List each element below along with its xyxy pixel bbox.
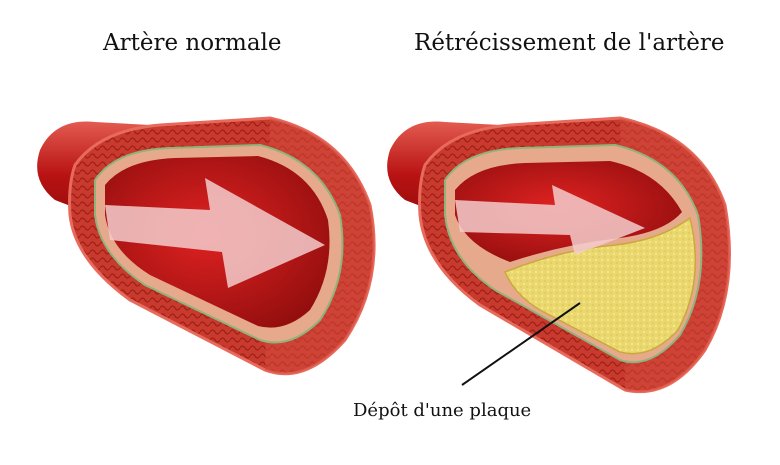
narrowed-artery-title: Rétrécissement de l'artère (414, 30, 725, 56)
normal-artery (37, 116, 376, 376)
plaque-deposit (504, 216, 697, 355)
plaque-pointer-line (461, 302, 581, 386)
blood-flow-arrow-icon (105, 178, 325, 288)
narrowed-artery (387, 116, 731, 394)
reduced-blood-flow-arrow-icon (455, 185, 645, 255)
normal-artery-title: Artère normale (103, 30, 282, 56)
plaque-deposit-label: Dépôt d'une plaque (353, 400, 532, 421)
